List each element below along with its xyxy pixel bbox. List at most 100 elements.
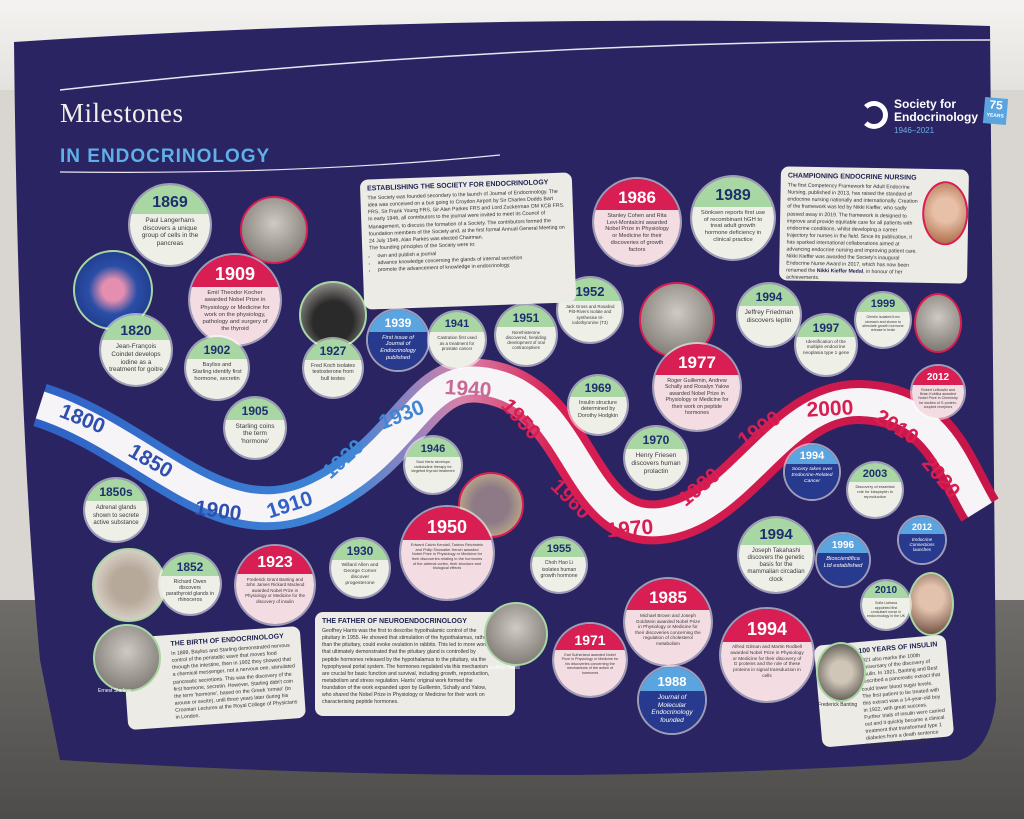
kocher-portrait-photo xyxy=(240,196,308,264)
event-year: 1970 xyxy=(625,427,687,450)
event-year: 1999 xyxy=(856,293,910,313)
establishing-society-box: ESTABLISHING THE SOCIETY FOR ENDOCRINOLO… xyxy=(359,172,577,310)
event-year: 1997 xyxy=(796,315,856,337)
birth-body: In 1899, Bayliss and Starling demonstrat… xyxy=(171,643,298,721)
event-description: Jean-François Coindet develops iodine as… xyxy=(101,340,171,385)
starling-caption: Ernest Starling xyxy=(98,688,131,694)
timeline-ribbon-inner xyxy=(35,366,993,537)
event-year: 2010 xyxy=(862,581,910,599)
page-title-milestones: Milestones xyxy=(60,98,184,128)
event-year: 1996 xyxy=(817,534,869,553)
rhinoceros-photo xyxy=(92,548,166,622)
event-year: 1994 xyxy=(785,445,839,465)
event-year: 1988 xyxy=(639,667,705,691)
society-logo-icon xyxy=(860,101,888,129)
event-year: 1977 xyxy=(654,344,740,375)
banting-caption: Frederick Banting xyxy=(818,702,858,708)
event-year: 1850s xyxy=(85,479,147,502)
banner-header-line-2 xyxy=(59,154,501,173)
page-title-endocrinology: IN ENDOCRINOLOGY xyxy=(60,146,271,167)
event-year: 1969 xyxy=(569,376,627,397)
event-description: Earl Sutherland awarded Nobel Prize in P… xyxy=(554,649,626,696)
championing-nursing-box: CHAMPIONING ENDOCRINE NURSING The first … xyxy=(779,166,969,284)
event-year: 1930 xyxy=(331,539,389,560)
event-year: 2012 xyxy=(912,366,964,385)
banting-portrait-photo xyxy=(816,642,866,702)
timeline-year-label: 1940 xyxy=(444,376,492,402)
timeline-year-label: 1970 xyxy=(606,516,655,543)
championing-body: The first Competency Framework for Adult… xyxy=(786,182,918,274)
nikki-kieffer-medal: Nikki Kieffer Medal xyxy=(816,267,864,275)
kieffer-portrait-photo xyxy=(921,180,969,246)
badge-sub: YEARS xyxy=(986,112,1005,120)
event-year: 1939 xyxy=(368,310,428,332)
father-title: THE FATHER OF NEUROENDOCRINOLOGY xyxy=(322,618,467,625)
event-year: 1994 xyxy=(738,284,800,307)
timeline-year-label: 2000 xyxy=(806,396,854,421)
event-year: 1927 xyxy=(304,339,362,360)
championing-title: CHAMPIONING ENDOCRINE NURSING xyxy=(787,172,917,182)
event-year: 1902 xyxy=(186,337,248,360)
event-year: 1852 xyxy=(160,554,220,576)
father-body: Geoffrey Harris was the first to describ… xyxy=(322,628,490,705)
lefkowitz-portrait-photo xyxy=(914,293,962,353)
father-of-neuroendocrinology-box: THE FATHER OF NEUROENDOCRINOLOGY Geoffre… xyxy=(315,612,515,716)
event-description: Norethisterone discovered, heralding dev… xyxy=(496,326,556,365)
llahana-portrait-photo xyxy=(908,572,954,636)
insulin-body: 2021 also marks the 100th anniversary of… xyxy=(859,653,946,749)
event-year: 1905 xyxy=(225,398,285,420)
banner-header-line xyxy=(59,39,991,91)
harris-portrait-photo xyxy=(484,602,548,666)
logo-years: 1946–2021 xyxy=(894,126,935,135)
harris-caption: Geoffrey Harris xyxy=(486,665,520,671)
event-year: 1946 xyxy=(405,437,461,458)
event-year: 2003 xyxy=(848,463,902,483)
starling-portrait-photo xyxy=(93,624,161,692)
event-description: Alfred Gilman and Martin Rodbell awarded… xyxy=(721,642,813,701)
event-year: 1941 xyxy=(429,312,485,333)
logo-name-line2: Endocrinology xyxy=(894,110,978,124)
event-year: 1955 xyxy=(532,538,586,558)
event-year: 1951 xyxy=(496,305,556,327)
logo-name-line1: Society for xyxy=(894,97,957,111)
event-year: 2012 xyxy=(899,517,945,534)
bull-photo xyxy=(299,281,367,349)
